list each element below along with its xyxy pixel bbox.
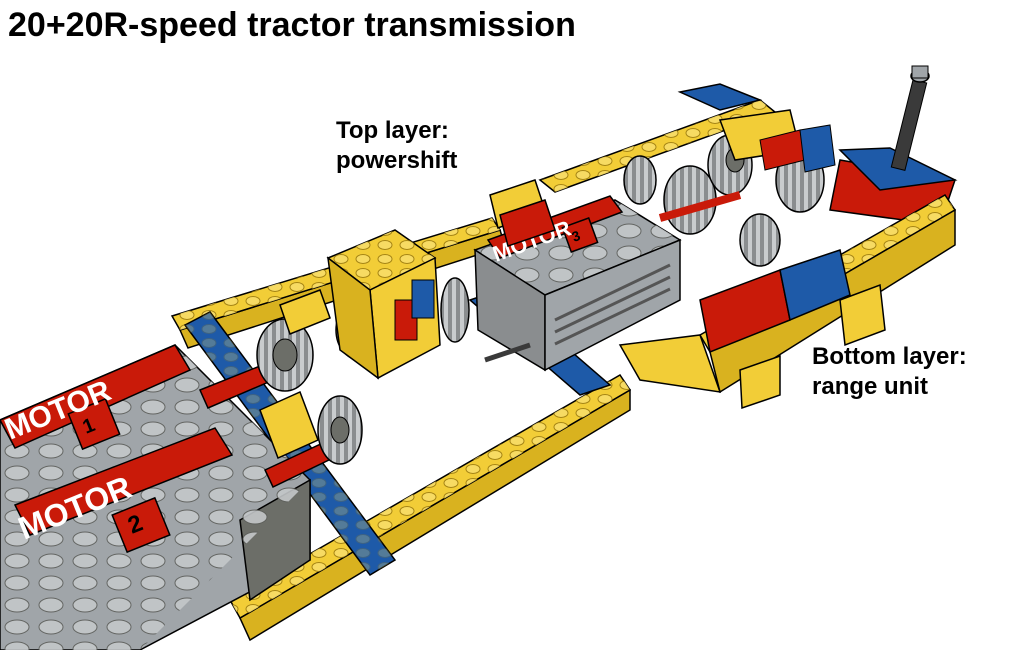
bottom-layer-label: Bottom layer: range unit	[812, 342, 967, 402]
front-frame-beam	[228, 373, 632, 642]
motor-drive-axles	[198, 361, 335, 489]
bottom-layer-label-line2: range unit	[812, 373, 929, 400]
right-gearbox-frame	[484, 83, 958, 410]
page-title: 20+20R-speed tractor transmission	[8, 6, 576, 44]
center-cube	[326, 229, 441, 380]
top-layer-label-line2: powershift	[336, 147, 458, 174]
motor-3-block	[473, 195, 682, 372]
top-layer-label-line1: Top layer:	[336, 117, 449, 144]
gear-mount-block	[259, 289, 331, 460]
bottom-layer-label-line1: Bottom layer:	[812, 343, 967, 370]
motors-1-2-block	[0, 344, 311, 650]
top-layer-label: Top layer: powershift	[336, 116, 457, 176]
gear-lever-shaft	[890, 65, 930, 171]
